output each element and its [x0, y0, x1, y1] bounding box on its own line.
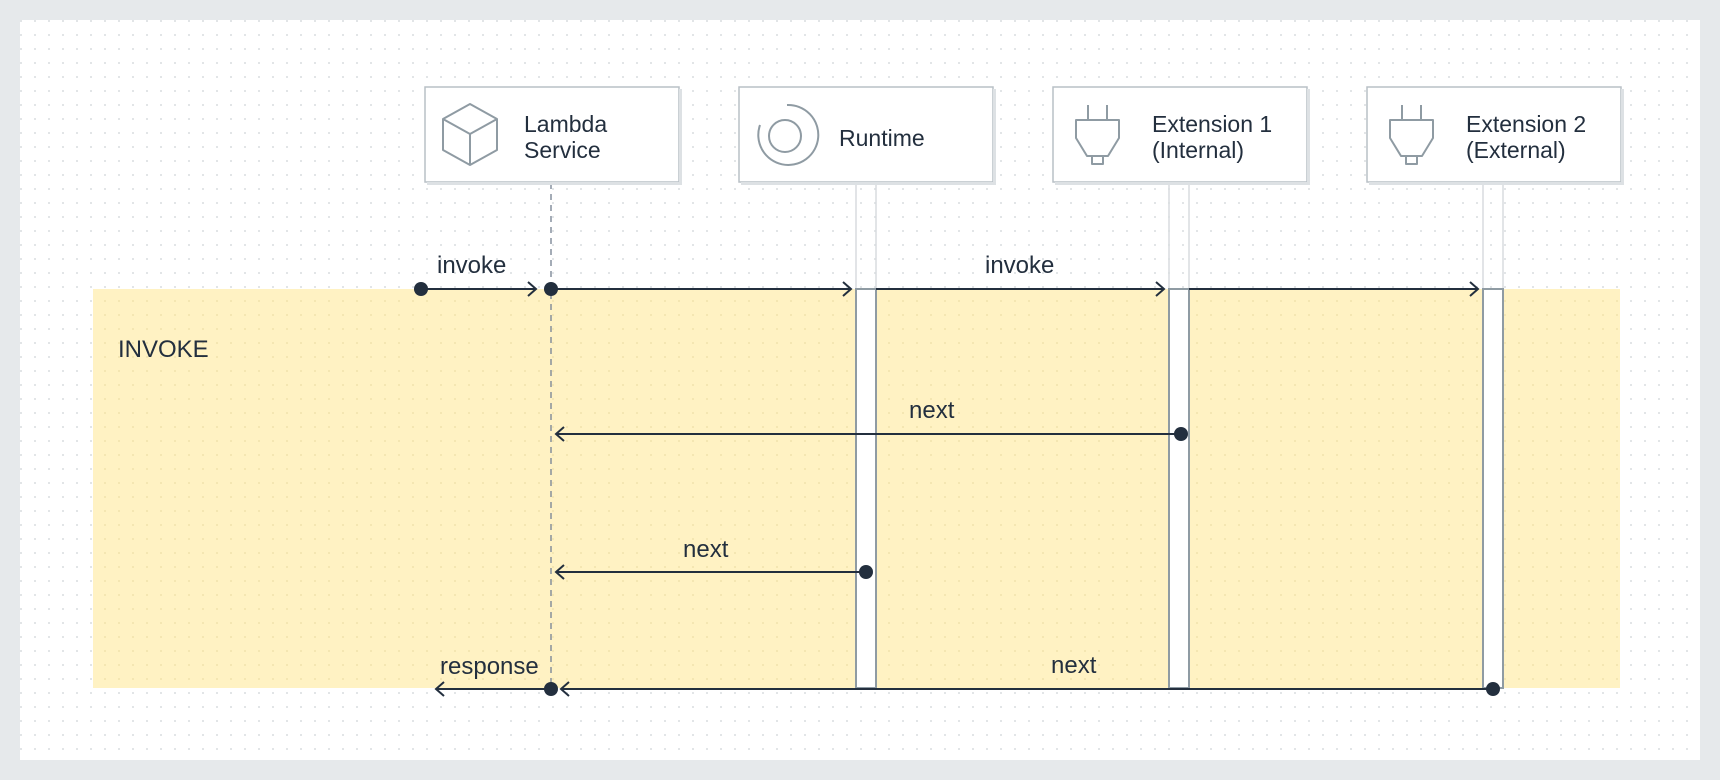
- message-start-dot: [544, 282, 558, 296]
- message-start-dot: [1486, 682, 1500, 696]
- message-invoke-to-lambda: invoke: [414, 252, 538, 297]
- message-start-dot: [859, 565, 873, 579]
- participant-lambda-service: Lambda Service: [424, 86, 682, 185]
- extension-1-label-line2: (Internal): [1152, 137, 1244, 163]
- message-response: response: [434, 653, 558, 697]
- phase-label: INVOKE: [118, 336, 209, 363]
- message-ext1-to-ext2: [1189, 281, 1480, 297]
- runtime-ring-icon: [757, 103, 820, 166]
- message-label-invoke: invoke: [985, 252, 1054, 279]
- participant-extension-1: Extension 1 (Internal): [1052, 86, 1310, 185]
- runtime-label: Runtime: [839, 125, 925, 151]
- ext1-activation-bar: [1168, 288, 1190, 689]
- message-runtime-to-ext1: invoke: [876, 252, 1166, 297]
- message-next-ext1: next: [554, 397, 1188, 442]
- participant-runtime: Runtime: [738, 86, 996, 185]
- ext2-activation-bar: [1482, 288, 1504, 689]
- message-start-dot: [1174, 427, 1188, 441]
- plug-icon: [1075, 105, 1120, 165]
- cube-icon: [442, 103, 498, 166]
- participant-extension-2: Extension 2 (External): [1366, 86, 1624, 185]
- message-start-dot: [544, 682, 558, 696]
- message-label-next: next: [909, 397, 955, 424]
- message-next-runtime: next: [554, 536, 873, 580]
- lambda-service-label-line2: Service: [524, 137, 601, 163]
- message-start-dot: [414, 282, 428, 296]
- plug-icon: [1389, 105, 1434, 165]
- extension-1-label-line1: Extension 1: [1152, 111, 1272, 137]
- message-next-ext2: next: [559, 652, 1500, 697]
- message-label-next: next: [1051, 652, 1097, 679]
- message-label-response: response: [440, 653, 539, 680]
- lambda-service-label-line1: Lambda: [524, 111, 607, 137]
- extension-2-label-line1: Extension 2: [1466, 111, 1586, 137]
- message-label-next: next: [683, 536, 729, 563]
- runtime-activation-bar: [855, 288, 877, 689]
- message-lambda-to-runtime: [544, 281, 853, 297]
- message-label-invoke: invoke: [437, 252, 506, 279]
- extension-2-label-line2: (External): [1466, 137, 1566, 163]
